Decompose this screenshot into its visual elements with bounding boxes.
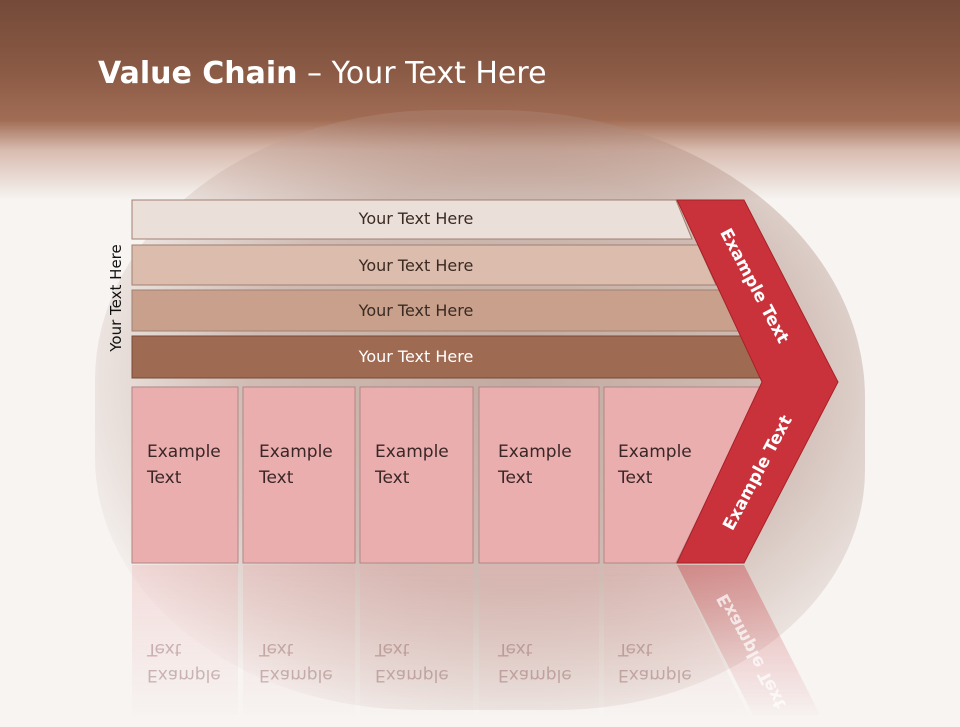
activity-box-2 xyxy=(242,386,356,564)
bar-4-label: Your Text Here xyxy=(358,347,474,366)
box-3-label: Example Text xyxy=(375,442,449,488)
box-3-reflection-label: Example Text xyxy=(375,639,449,685)
box-4-label: Example Text xyxy=(498,442,572,488)
title-rest: – Your Text Here xyxy=(297,56,547,91)
reflection-box-4 xyxy=(479,565,599,715)
box-5-label: Example Text xyxy=(618,442,692,488)
reflection xyxy=(132,565,820,715)
box-1-reflection-label: Example Text xyxy=(147,639,221,685)
title-bold: Value Chain xyxy=(98,56,298,91)
reflection-chevron xyxy=(677,565,820,715)
reflection-box-1 xyxy=(132,565,238,715)
activity-box-3 xyxy=(359,386,474,564)
reflection-box-2 xyxy=(243,565,355,715)
margin-chevron xyxy=(676,199,839,564)
bar-2 xyxy=(131,244,717,286)
bar-1 xyxy=(131,199,693,240)
activity-box-4 xyxy=(478,386,600,564)
box-2-reflection-label: Example Text xyxy=(259,639,333,685)
box-2-label: Example Text xyxy=(259,442,333,488)
slide-title: Value Chain – Your Text Here xyxy=(98,54,547,94)
bar-1-label: Your Text Here xyxy=(358,209,474,228)
reflection-box-3 xyxy=(360,565,473,715)
reflection-box-5 xyxy=(604,565,748,715)
bar-3-label: Your Text Here xyxy=(358,301,474,320)
box-4-reflection-label: Example Text xyxy=(498,639,572,685)
activity-box-1 xyxy=(131,386,239,564)
bar-2-label: Your Text Here xyxy=(358,256,474,275)
box-1-label: Example Text xyxy=(147,442,221,488)
activity-box-5 xyxy=(603,386,763,564)
box-5-reflection-label: Example Text xyxy=(618,639,692,685)
activity-boxes xyxy=(131,386,763,564)
